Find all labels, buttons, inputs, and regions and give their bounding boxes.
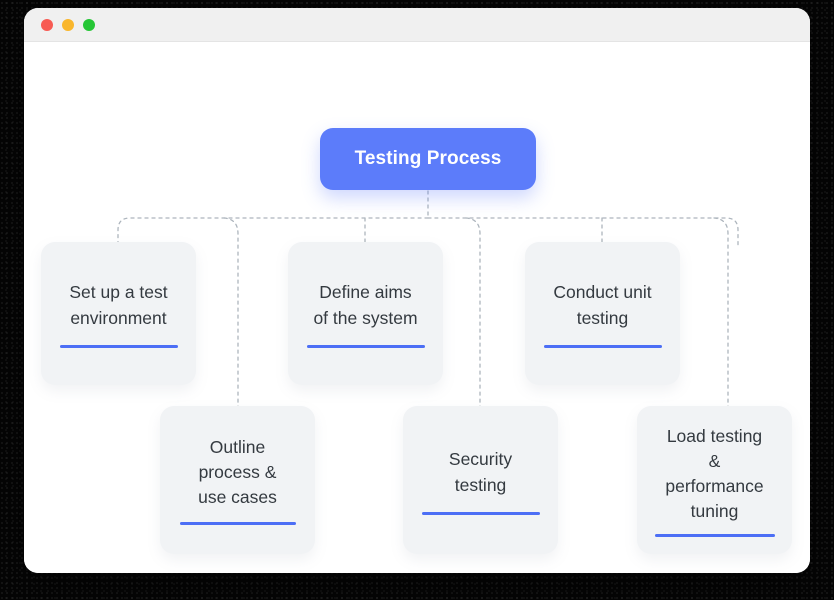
node-load-testing-performance-tuning[interactable]: Load testing & performance tuning: [637, 406, 792, 554]
close-button[interactable]: [41, 19, 53, 31]
node-testing-process[interactable]: Testing Process: [320, 128, 536, 190]
window-titlebar: [24, 8, 810, 42]
node-accent-underline: [306, 345, 425, 348]
node-conduct-unit-testing[interactable]: Conduct unit testing: [525, 242, 680, 385]
node-outline-process-use-cases[interactable]: Outline process & use cases: [160, 406, 315, 554]
maximize-button[interactable]: [83, 19, 95, 31]
node-setup-test-environment[interactable]: Set up a test environment: [41, 242, 196, 385]
node-accent-underline: [543, 345, 662, 348]
node-security-testing[interactable]: Security testing: [403, 406, 558, 554]
node-accent-underline: [59, 345, 178, 348]
node-label: Outline process & use cases: [198, 437, 277, 507]
minimize-button[interactable]: [62, 19, 74, 31]
node-accent-underline: [421, 511, 540, 515]
node-accent-underline: [654, 533, 775, 537]
node-label: Load testing & performance tuning: [665, 425, 764, 521]
node-accent-underline: [179, 522, 296, 525]
node-label: Define aims of the system: [313, 282, 418, 328]
node-label: Conduct unit testing: [553, 282, 652, 328]
node-define-aims[interactable]: Define aims of the system: [288, 242, 443, 385]
node-label: Set up a test environment: [69, 282, 168, 328]
wire-to-outline: [223, 217, 239, 413]
wire-to-security: [465, 217, 481, 413]
diagram-canvas: Testing Process Set up a test environmen…: [24, 42, 810, 573]
node-label: Testing Process: [354, 148, 502, 169]
wire-to-load: [713, 217, 729, 413]
node-label: Security testing: [448, 448, 513, 495]
app-window: Testing Process Set up a test environmen…: [24, 8, 810, 573]
